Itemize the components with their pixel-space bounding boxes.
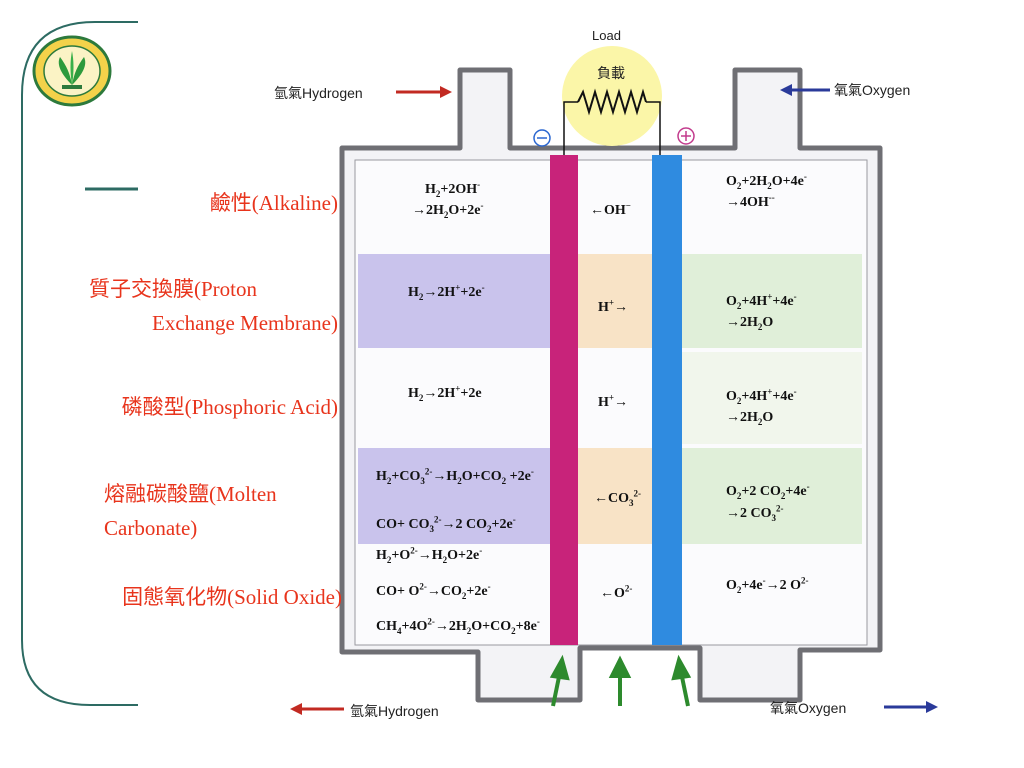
alkaline-anode-reaction-1: H2+2OH- [425,179,481,199]
label-solid-oxide: 固態氧化物(Solid Oxide) [122,585,342,609]
label-molten-line1: 熔融碳酸鹽(Molten [104,482,277,506]
hydrogen-in-arrow-icon [396,86,452,98]
molten-anode-reaction-1: H2+CO32-→H2O+CO2 +2e- [376,466,534,486]
oxygen-outlet-label: 氧氣Oxygen [770,700,847,716]
pem-cathode-reaction-2: →2H2O [726,315,774,332]
resistor-icon [577,88,647,116]
label-pem-line2: Exchange Membrane) [152,311,338,335]
solid-cathode-reaction: O2+4e-→2 O2- [726,575,809,595]
molten-anode-reaction-2: CO+ CO32-→2 CO2+2e- [376,514,516,534]
alkaline-ion: ←OH− [590,200,631,218]
hydrogen-inlet-label: 氫氣Hydrogen [274,85,363,101]
molten-cathode-band [682,448,862,544]
pem-ion: H+→ [598,297,629,315]
label-molten-line2: Carbonate) [104,516,198,540]
cathode-bar [652,155,682,645]
phosphoric-cathode-reaction-2: →2H2O [726,410,774,427]
molten-electrolyte-band [578,448,652,544]
label-phosphoric: 磷酸型(Phosphoric Acid) [121,395,338,419]
solid-ion: ←O2- [600,583,633,601]
pem-electrolyte-band [578,254,652,348]
solid-anode-reaction-3: CH4+4O2-→2H2O+CO2+8e- [376,616,540,636]
hydrogen-out-arrow-icon [290,703,344,715]
molten-cathode-reaction-1: O2+2 CO2+4e- [726,481,810,501]
university-seal-logo [32,35,112,107]
solid-anode-reaction-2: CO+ O2-→CO2+2e- [376,581,491,601]
slide-frame [21,21,138,706]
pem-anode-reaction: H2→2H++2e- [408,282,485,302]
phosphoric-ion: H+→ [598,392,629,410]
label-alkaline: 鹼性(Alkaline) [209,191,338,215]
alkaline-anode-reaction-2: →2H2O+2e- [412,200,484,220]
load-bulb [562,46,662,146]
alkaline-cathode-reaction-1: O2+2H2O+4e- [726,171,807,191]
pem-anode-band [358,254,550,348]
load-label-cn: 負載 [597,65,625,81]
solid-anode-reaction-1: H2+O2-→H2O+2e- [376,545,483,565]
label-pem-line1: 質子交換膜(Proton [89,277,257,301]
pem-cathode-band [682,254,862,348]
oxygen-out-arrow-icon [884,701,938,713]
oxygen-in-arrow-icon [780,84,830,96]
pem-cathode-reaction-1: O2+4H++4e- [726,291,797,311]
phosphoric-cathode-band [682,352,862,444]
phosphoric-cathode-reaction-1: O2+4H++4e- [726,386,797,406]
alkaline-cathode-reaction-2: →4OH-- [726,192,775,210]
inflow-arrow-icon [549,654,692,707]
anode-bar [550,155,578,645]
hydrogen-outlet-label: 氫氣Hydrogen [350,703,439,719]
load-title: Load [592,28,621,43]
oxygen-inlet-label: 氧氣Oxygen [834,82,911,98]
molten-anode-band [358,448,550,544]
molten-ion: ←CO32- [594,488,641,508]
phosphoric-anode-reaction: H2→2H++2e [408,383,482,403]
load-wire [563,101,661,155]
molten-cathode-reaction-2: →2 CO32- [726,503,784,523]
